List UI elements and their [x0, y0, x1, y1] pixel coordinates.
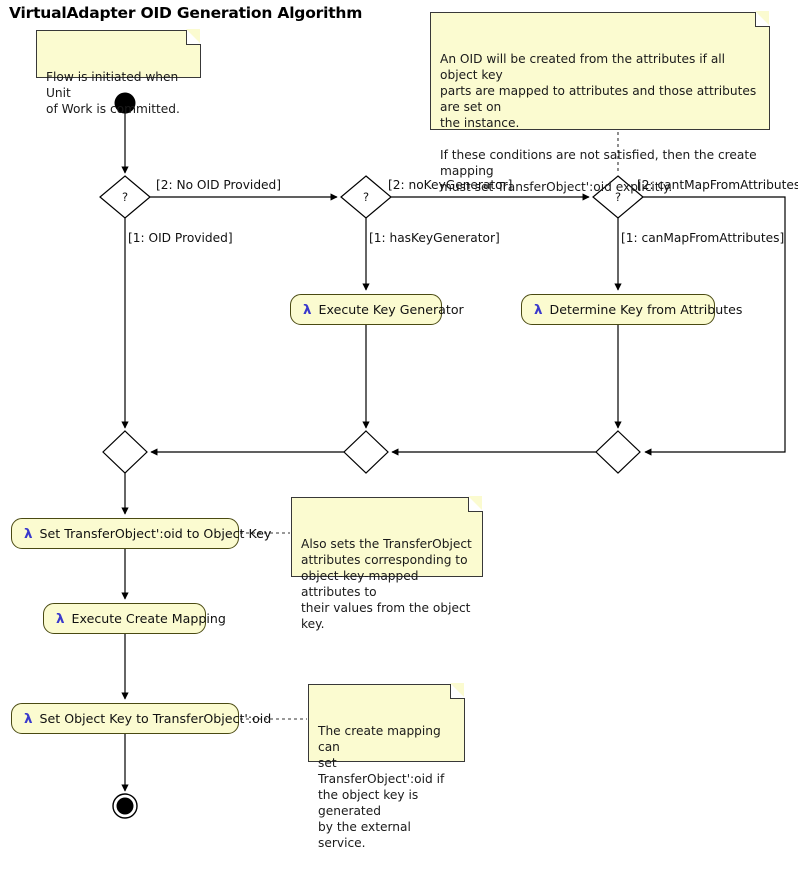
note-create-mapping: The create mapping can set TransferObjec… — [308, 683, 465, 850]
note-fold-icon — [450, 683, 465, 699]
final-node-ring — [112, 793, 138, 819]
lambda-icon: λ — [534, 301, 543, 318]
lambda-icon: λ — [56, 610, 65, 627]
note-fold-icon — [468, 496, 483, 512]
action-execute-key-generator[interactable]: λ Execute Key Generator — [290, 294, 464, 325]
action-label: Determine Key from Attributes — [549, 302, 743, 317]
decision-1-glyph: ? — [121, 190, 129, 204]
note-oid-attributes-text: An OID will be created from the attribut… — [440, 52, 757, 194]
note-start-text: Flow is initiated when Unit of Work is c… — [46, 70, 180, 116]
edge-label-nokeygenerator: [2: noKeyGenerator] — [388, 178, 513, 192]
page-title: VirtualAdapter OID Generation Algorithm — [9, 4, 363, 22]
merge-node-2 — [343, 430, 389, 474]
edge-label-canmapfromattributes: [1: canMapFromAttributes] — [621, 231, 785, 245]
action-label: Execute Key Generator — [318, 302, 464, 317]
lambda-icon: λ — [303, 301, 312, 318]
edge-label-oid-provided: [1: OID Provided] — [128, 231, 233, 245]
note-create-mapping-text: The create mapping can set TransferObjec… — [318, 724, 445, 850]
note-start: Flow is initiated when Unit of Work is c… — [36, 29, 201, 116]
action-set-transferobject-oid-to-object-key[interactable]: λ Set TransferObject':oid to Object Key — [11, 518, 271, 549]
lambda-icon: λ — [24, 525, 33, 542]
action-determine-key-from-attributes[interactable]: λ Determine Key from Attributes — [521, 294, 742, 325]
final-node-core — [116, 797, 134, 815]
edge-label-no-oid-provided: [2: No OID Provided] — [156, 178, 282, 192]
action-label: Execute Create Mapping — [71, 611, 226, 626]
action-execute-create-mapping[interactable]: λ Execute Create Mapping — [43, 603, 226, 634]
note-fold-icon — [755, 11, 770, 27]
note-oid-attributes: An OID will be created from the attribut… — [430, 11, 770, 194]
decision-3-glyph: ? — [614, 190, 622, 204]
note-set-oid: Also sets the TransferObject attributes … — [291, 496, 483, 631]
note-fold-icon — [186, 29, 201, 45]
merge-node-1 — [102, 430, 148, 474]
decision-2-glyph: ? — [362, 190, 370, 204]
edge-label-cantmapfromattributes: [2: cantMapFromAttributes] — [637, 178, 798, 192]
action-label: Set TransferObject':oid to Object Key — [39, 526, 272, 541]
action-label: Set Object Key to TransferObject':oid — [39, 711, 272, 726]
note-set-oid-text: Also sets the TransferObject attributes … — [301, 537, 472, 631]
edge-label-haskeygenerator: [1: hasKeyGenerator] — [369, 231, 500, 245]
action-set-object-key-to-transferobject-oid[interactable]: λ Set Object Key to TransferObject':oid — [11, 703, 271, 734]
merge-node-3 — [595, 430, 641, 474]
lambda-icon: λ — [24, 710, 33, 727]
